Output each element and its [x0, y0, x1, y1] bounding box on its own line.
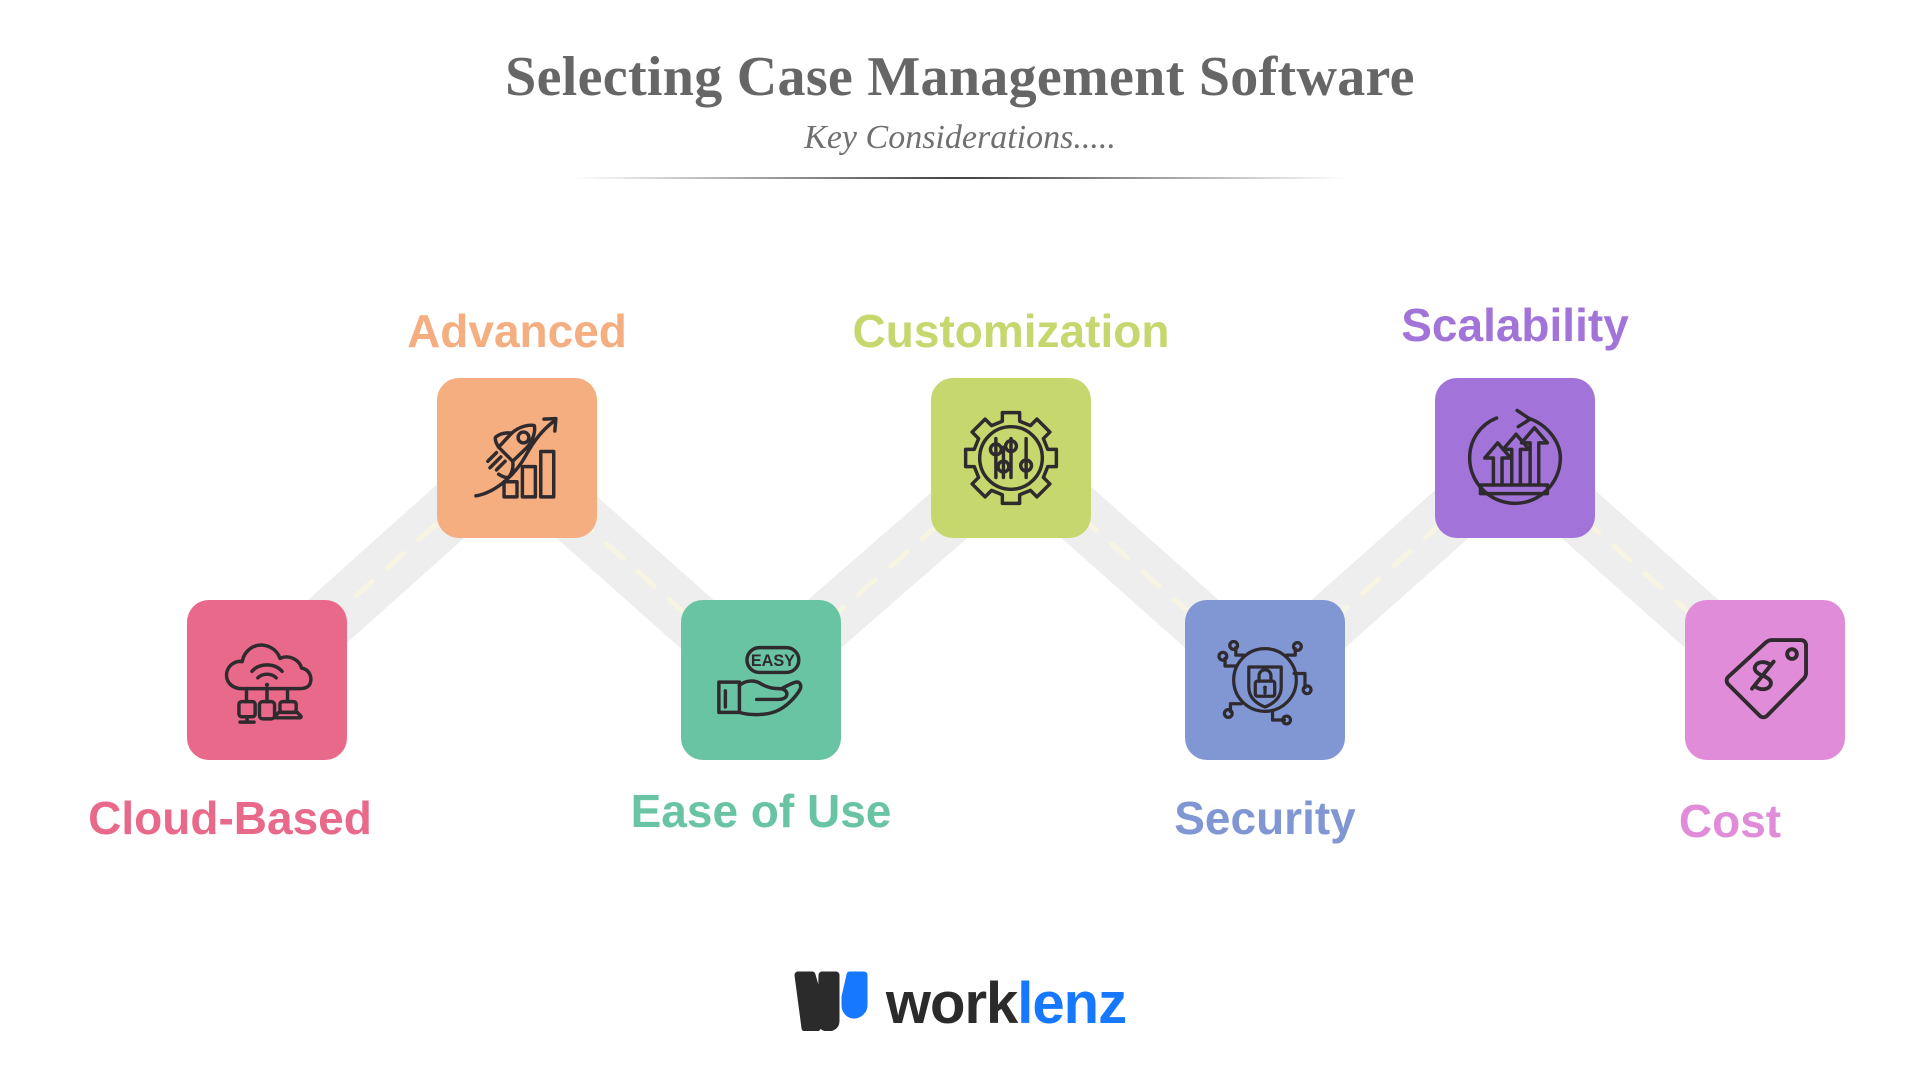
node-tile-scalability[interactable] — [1435, 378, 1595, 538]
flow-diagram: Cloud-Based Advanced EASY — [0, 260, 1920, 960]
page-subtitle: Key Considerations..... — [804, 118, 1116, 156]
node-tile-cost[interactable] — [1685, 600, 1845, 760]
node-label-advanced: Advanced — [407, 305, 627, 357]
cloud-network-icon — [213, 626, 321, 734]
price-tag-dollar-icon — [1711, 626, 1819, 734]
node-tile-advanced[interactable] — [437, 378, 597, 538]
shield-lock-circuit-icon — [1211, 626, 1319, 734]
logo-word-dark: work — [885, 970, 1018, 1036]
growth-arrows-cycle-icon — [1461, 404, 1569, 512]
node-label-customization: Customization — [852, 305, 1170, 357]
worklenz-w-mark-icon — [794, 971, 868, 1036]
hand-easy-icon: EASY — [707, 626, 815, 734]
gear-sliders-icon — [957, 404, 1065, 512]
header-divider — [575, 176, 1345, 179]
node-label-scalability: Scalability — [1401, 299, 1629, 351]
rocket-growth-chart-icon — [463, 404, 571, 512]
worklenz-wordmark: worklenz — [886, 974, 1127, 1033]
node-tile-ease-of-use[interactable]: EASY — [681, 600, 841, 760]
node-label-cloud-based: Cloud-Based — [88, 792, 372, 844]
node-label-ease-of-use: Ease of Use — [630, 785, 892, 837]
worklenz-logo: worklenz — [0, 971, 1920, 1036]
node-tile-cloud-based[interactable] — [187, 600, 347, 760]
node-label-cost: Cost — [1678, 795, 1782, 847]
svg-text:EASY: EASY — [751, 652, 795, 670]
logo-word-accent: lenz — [1017, 970, 1127, 1036]
page-title: Selecting Case Management Software — [505, 46, 1415, 108]
node-label-security: Security — [1174, 792, 1356, 844]
node-tile-customization[interactable] — [931, 378, 1091, 538]
header: Selecting Case Management Software Key C… — [0, 0, 1920, 179]
node-tile-security[interactable] — [1185, 600, 1345, 760]
